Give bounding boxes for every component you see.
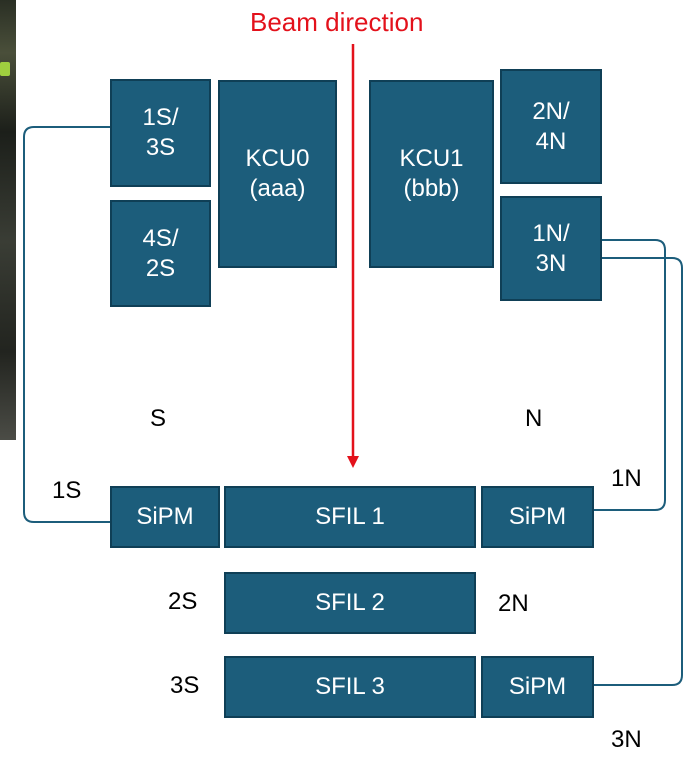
row3-left-label: 3S [170, 672, 200, 699]
kcu1-box: KCU1 (bbb) [369, 80, 494, 268]
row3-right-sipm: SiPM [481, 656, 594, 718]
port-4s-2s: 4S/ 2S [110, 200, 211, 307]
wire-south-1s [23, 126, 110, 523]
beam-arrow-head [347, 456, 359, 468]
port-2n-4n: 2N/ 4N [500, 69, 602, 184]
row3-right-label: 3N [611, 726, 642, 753]
kcu0-box: KCU0 (aaa) [218, 80, 337, 268]
row3-bar-sfil3: SFIL 3 [224, 656, 476, 718]
background-photo-strip [0, 0, 16, 440]
row1-bar-sfil1: SFIL 1 [224, 486, 476, 548]
port-1s-3s: 1S/ 3S [110, 79, 211, 187]
row1-left-sipm: SiPM [110, 486, 220, 548]
beam-direction-title: Beam direction [250, 7, 424, 37]
north-side-label: N [525, 405, 543, 432]
row2-right-label: 2N [498, 590, 529, 617]
port-1n-3n: 1N/ 3N [500, 196, 602, 301]
row1-right-label: 1N [611, 465, 642, 492]
south-side-label: S [150, 405, 167, 432]
wire-north-3n [594, 257, 683, 686]
row1-left-label: 1S [52, 477, 82, 504]
row2-bar-sfil2: SFIL 2 [224, 572, 476, 634]
photo-glint [0, 62, 10, 76]
wire-north-1n [594, 239, 666, 511]
row2-left-label: 2S [168, 588, 198, 615]
row1-right-sipm: SiPM [481, 486, 594, 548]
